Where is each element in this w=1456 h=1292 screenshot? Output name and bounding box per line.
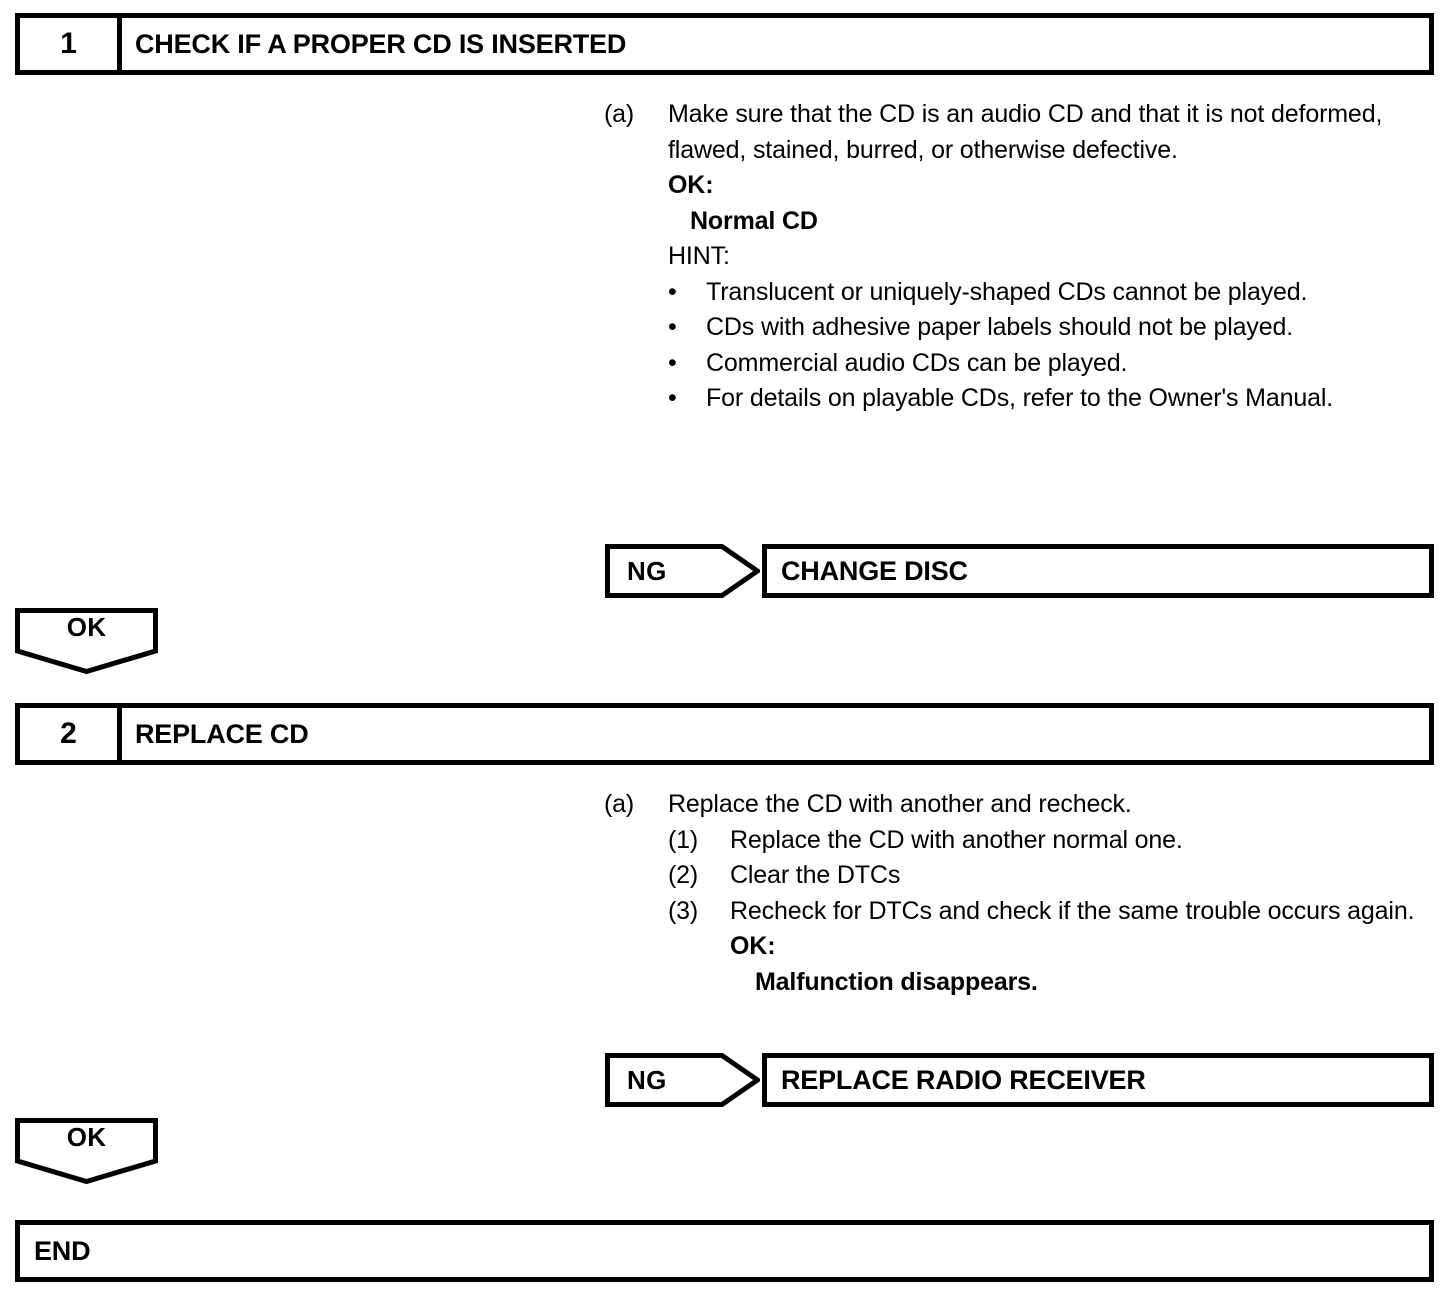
- step-2-header-box: 2 REPLACE CD: [15, 703, 1434, 765]
- step-1-ok-label: OK:: [668, 171, 714, 199]
- step-1-item-a-text: Make sure that the CD is an audio CD and…: [668, 100, 1383, 164]
- step-1-ng-arrow: NG: [605, 544, 760, 598]
- step-1-ok-arrow: OK: [15, 608, 158, 674]
- list-item: (1) Replace the CD with another normal o…: [668, 823, 1449, 859]
- step-2-ng-result-box: REPLACE RADIO RECEIVER: [762, 1053, 1434, 1107]
- step-1-item-a: (a) Make sure that the CD is an audio CD…: [604, 97, 1449, 168]
- sub-item-marker: (3): [668, 896, 699, 925]
- step-2-body: (a) Replace the CD with another and rech…: [604, 787, 1449, 1000]
- step-2-ng-label: NG: [627, 1064, 667, 1095]
- end-box: END: [15, 1220, 1434, 1282]
- list-item: • For details on playable CDs, refer to …: [668, 381, 1449, 417]
- sub-item-text: Clear the DTCs: [730, 861, 901, 889]
- step-2-ok-value: Malfunction disappears.: [755, 967, 1038, 996]
- step-1-body: (a) Make sure that the CD is an audio CD…: [604, 97, 1449, 417]
- step-2-sub-items: (1) Replace the CD with another normal o…: [604, 823, 1449, 930]
- step-2-ng-arrow: NG: [605, 1053, 760, 1107]
- step-2-item-a-text: Replace the CD with another and recheck.: [668, 790, 1132, 818]
- sub-item-text: Recheck for DTCs and check if the same t…: [730, 896, 1415, 925]
- bullet-icon: •: [668, 313, 677, 341]
- step-1-ok-branch-label: OK: [66, 612, 107, 642]
- step-1-ng-label: NG: [627, 555, 667, 586]
- bullet-icon: •: [668, 384, 677, 412]
- list-item: • CDs with adhesive paper labels should …: [668, 310, 1449, 346]
- step-1-hint-bullets: • Translucent or uniquely-shaped CDs can…: [604, 275, 1449, 417]
- list-item: (2) Clear the DTCs: [668, 858, 1449, 894]
- step-2-item-a: (a) Replace the CD with another and rech…: [604, 787, 1449, 823]
- sub-item-text: Replace the CD with another normal one.: [730, 825, 1183, 854]
- step-2-title: REPLACE CD: [135, 718, 309, 749]
- hint-bullet-text: Translucent or uniquely-shaped CDs canno…: [706, 277, 1308, 306]
- step-1-ng-result-box: CHANGE DISC: [762, 544, 1434, 598]
- list-item: • Translucent or uniquely-shaped CDs can…: [668, 275, 1449, 311]
- hint-bullet-text: For details on playable CDs, refer to th…: [706, 384, 1334, 412]
- list-item: • Commercial audio CDs can be played.: [668, 346, 1449, 382]
- step-2-ok-branch-label: OK: [66, 1122, 107, 1152]
- bullet-icon: •: [668, 348, 677, 377]
- bullet-icon: •: [668, 277, 677, 306]
- sub-item-marker: (2): [668, 861, 699, 889]
- sub-item-marker: (1): [668, 825, 699, 854]
- step-1-header-box: 1 CHECK IF A PROPER CD IS INSERTED: [15, 13, 1434, 75]
- step-2-item-a-marker: (a): [604, 790, 635, 818]
- step-2-number: 2: [20, 708, 122, 760]
- step-1-ok-value: Normal CD: [690, 206, 818, 235]
- step-2-ok-arrow: OK: [15, 1118, 158, 1184]
- step-1-hint-label: HINT:: [668, 242, 730, 270]
- step-2-ok-label: OK:: [730, 932, 776, 960]
- list-item: (3) Recheck for DTCs and check if the sa…: [668, 894, 1449, 930]
- step-1-item-a-marker: (a): [604, 100, 635, 128]
- step-1-title: CHECK IF A PROPER CD IS INSERTED: [135, 28, 627, 59]
- step-1-number: 1: [20, 18, 122, 70]
- hint-bullet-text: CDs with adhesive paper labels should no…: [706, 313, 1294, 341]
- hint-bullet-text: Commercial audio CDs can be played.: [706, 348, 1128, 377]
